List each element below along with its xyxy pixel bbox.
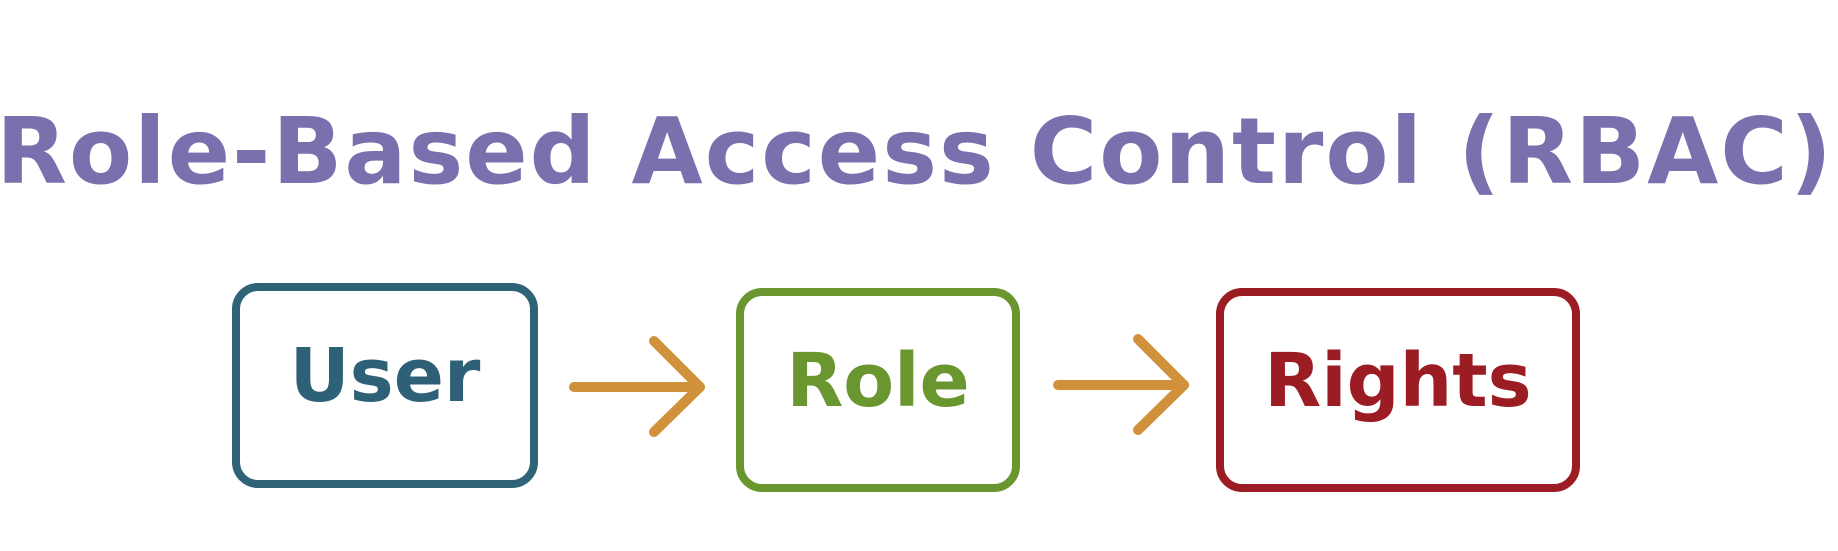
role-label: Role	[786, 338, 970, 424]
rights-box: Rights	[1216, 288, 1580, 492]
user-label: User	[289, 333, 481, 419]
diagram-title: Role-Based Access Control (RBAC)	[0, 97, 1834, 205]
role-box: Role	[736, 288, 1020, 492]
user-box: User	[232, 283, 538, 488]
arrow-right-icon	[569, 336, 705, 437]
rights-label: Rights	[1264, 338, 1532, 424]
arrow-right-icon	[1053, 334, 1189, 435]
